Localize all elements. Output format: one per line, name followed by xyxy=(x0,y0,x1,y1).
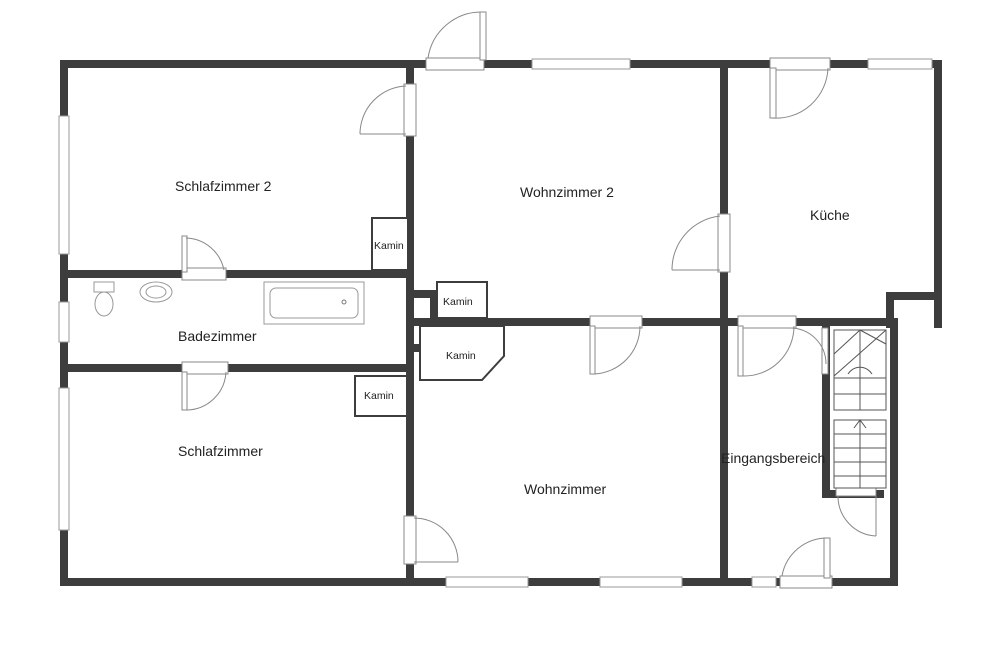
toilet-bowl xyxy=(94,291,114,317)
wall-vertical-center-left xyxy=(406,60,414,586)
wall-outer-top xyxy=(60,60,942,68)
door-opening xyxy=(181,361,229,375)
window xyxy=(58,115,70,255)
fireplace-label-1: Kamin xyxy=(374,240,404,252)
toilet-tank xyxy=(93,281,115,293)
door-swing xyxy=(789,327,827,365)
wall-chimney-a xyxy=(414,290,438,298)
fireplace-4 xyxy=(354,375,408,417)
fixtures xyxy=(93,281,365,325)
door-opening xyxy=(737,315,797,329)
window xyxy=(751,576,777,588)
window xyxy=(58,301,70,343)
door-leaf xyxy=(835,487,877,497)
fireplace-label-2: Kamin xyxy=(443,296,473,308)
wall-stair-left xyxy=(822,318,830,498)
wall-outer-right-upper xyxy=(934,60,942,328)
door-opening xyxy=(769,57,831,71)
door-swing xyxy=(593,325,641,375)
window xyxy=(867,58,933,70)
door-leaf xyxy=(479,11,487,61)
door-leaf xyxy=(589,325,596,375)
door-swing xyxy=(185,237,225,271)
wall-bath-top xyxy=(60,270,414,278)
fireplace-3 xyxy=(419,325,505,381)
door-opening xyxy=(717,213,731,273)
window xyxy=(58,387,70,531)
fireplace-label-4: Kamin xyxy=(364,390,394,402)
door-leaf xyxy=(181,371,188,411)
fireplace-2 xyxy=(436,281,488,319)
staircase xyxy=(833,329,887,489)
room-label-eingangsbereich: Eingangsbereich xyxy=(721,450,825,466)
door-opening xyxy=(403,515,417,565)
door-leaf xyxy=(181,235,188,273)
door-swing xyxy=(185,371,227,411)
bathtub-inner xyxy=(269,287,359,319)
door-opening xyxy=(425,57,485,71)
window xyxy=(445,576,529,588)
door-swing xyxy=(359,85,407,135)
door-swing xyxy=(771,67,829,119)
door-leaf xyxy=(821,327,829,375)
door-opening xyxy=(589,315,643,329)
window xyxy=(599,576,683,588)
wall-outer-right-lower xyxy=(890,320,898,586)
door-leaf xyxy=(769,67,777,119)
doors xyxy=(181,11,877,589)
door-opening xyxy=(181,267,227,281)
wall-chimney-b xyxy=(430,290,438,352)
fireplace-label-3: Kamin xyxy=(446,350,476,362)
wall-kitchen-corner-v xyxy=(886,292,894,328)
door-swing xyxy=(413,517,459,563)
fireplace-1 xyxy=(371,217,409,271)
wall-bath-bottom xyxy=(60,364,414,372)
door-swing xyxy=(781,537,829,577)
walls xyxy=(60,60,942,586)
door-swing xyxy=(741,325,795,377)
window xyxy=(531,58,631,70)
windows xyxy=(58,58,933,588)
door-opening xyxy=(403,83,417,137)
room-label-wohnzimmer: Wohnzimmer xyxy=(524,481,607,497)
door-swing xyxy=(427,11,483,59)
door-leaf xyxy=(823,537,831,579)
room-label-schlafzimmer-2: Schlafzimmer 2 xyxy=(175,178,272,194)
room-label-wohnzimmer-2: Wohnzimmer 2 xyxy=(520,184,614,200)
door-leaf xyxy=(737,325,744,377)
door-swing xyxy=(671,215,721,271)
room-label-kueche: Küche xyxy=(810,207,850,223)
wall-kitchen-corner xyxy=(886,292,942,300)
wall-living-divider xyxy=(414,318,898,326)
room-labels: Schlafzimmer 2 Wohnzimmer 2 Küche Badezi… xyxy=(175,178,850,497)
room-label-schlafzimmer: Schlafzimmer xyxy=(178,443,263,459)
door-swing xyxy=(837,495,877,537)
room-label-badezimmer: Badezimmer xyxy=(178,328,257,344)
door-opening xyxy=(779,575,833,589)
fireplaces: Kamin Kamin Kamin Kamin xyxy=(354,217,505,417)
